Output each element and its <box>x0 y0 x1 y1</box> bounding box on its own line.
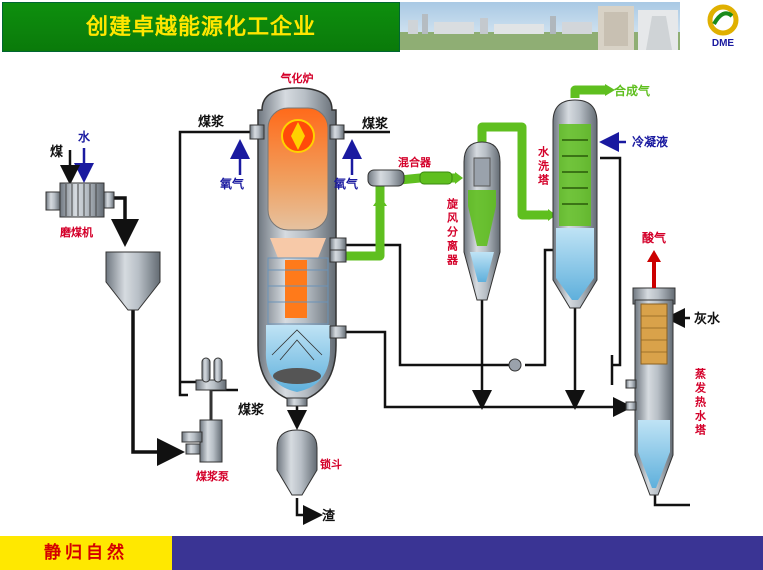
footer-motto: 静归自然 <box>44 543 128 563</box>
header: 创建卓越能源化工企业 DME <box>0 0 763 54</box>
logo-text: DME <box>712 38 735 49</box>
label-coal-slurry-left: 煤浆 <box>198 114 225 130</box>
evaporator-tower <box>625 287 676 496</box>
label-mixer: 混合器 <box>398 155 432 169</box>
cyclone-separator <box>463 141 501 301</box>
label-coal-mill: 磨煤机 <box>59 225 93 239</box>
label-lock-hopper: 锁斗 <box>320 457 342 471</box>
water-scrubber <box>552 99 598 309</box>
company-logo: DME <box>707 4 739 49</box>
label-evaporator: 蒸发热水塔 <box>694 367 708 438</box>
coal-hopper <box>105 251 161 311</box>
title-banner: 创建卓越能源化工企业 <box>2 2 400 52</box>
label-slag: 渣 <box>322 508 336 524</box>
label-ash-water: 灰水 <box>694 311 721 327</box>
mixer <box>367 169 453 187</box>
label-gasifier: 气化炉 <box>280 71 314 85</box>
process-flow-diagram: 气化炉 煤浆 煤浆 氧气 氧气 煤 水 磨煤机 煤浆 煤浆泵 锁斗 渣 混合器 … <box>45 71 721 525</box>
label-scrubber: 水洗塔 <box>537 145 550 188</box>
label-coal-slurry-right: 煤浆 <box>362 116 389 132</box>
label-oxygen-left: 氧气 <box>219 176 244 191</box>
label-oxygen-right: 氧气 <box>333 176 358 191</box>
label-coal-slurry-pump: 煤浆泵 <box>196 469 229 483</box>
label-coal: 煤 <box>50 144 63 160</box>
pump-junction <box>508 358 522 372</box>
lock-hopper <box>276 429 318 496</box>
blue-lines <box>74 132 626 183</box>
label-acid-gas: 酸气 <box>642 230 666 245</box>
label-condensate: 冷凝液 <box>632 134 668 149</box>
page-title: 创建卓越能源化工企业 <box>85 14 316 40</box>
coal-mill <box>45 182 115 218</box>
label-coal-slurry-pump-feed: 煤浆 <box>238 402 265 418</box>
plant-photo-strip <box>400 2 680 50</box>
acid-gas-arrow <box>647 250 661 262</box>
footer-bar <box>172 536 763 570</box>
coal-slurry-pump <box>181 357 227 463</box>
label-water: 水 <box>78 129 91 144</box>
process-lines <box>110 130 690 525</box>
gasifier <box>249 87 347 407</box>
footer-motto-box <box>0 536 172 570</box>
label-syngas: 合成气 <box>614 83 650 98</box>
label-cyclone: 旋风分离器 <box>446 197 460 268</box>
